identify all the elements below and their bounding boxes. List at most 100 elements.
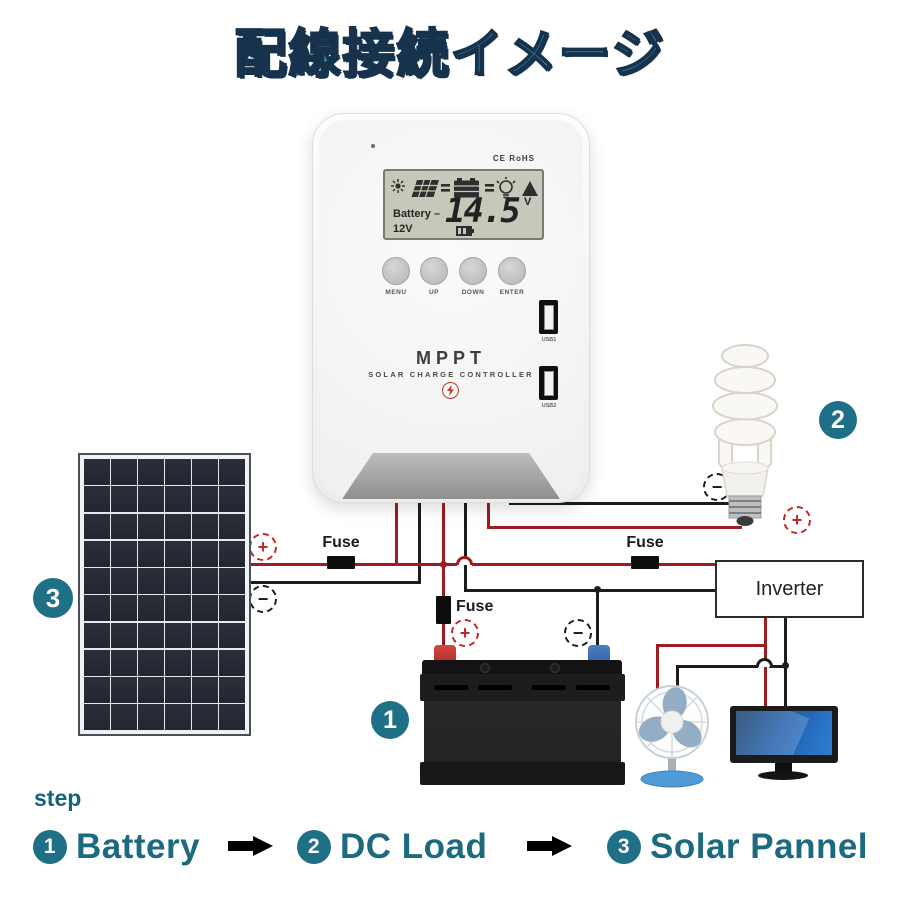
battery-lid bbox=[422, 660, 622, 676]
lightning-logo-icon bbox=[442, 382, 459, 399]
solar-cell bbox=[138, 622, 164, 649]
wire-inverter-negative-horizontal bbox=[464, 589, 715, 592]
bulb-illustration bbox=[712, 344, 778, 526]
solar-cell bbox=[165, 704, 191, 730]
wire-load-negative-vertical bbox=[464, 497, 467, 591]
solar-cell bbox=[219, 622, 245, 649]
page-title: 配線接続イメージ bbox=[233, 25, 666, 85]
usb-port-2[interactable] bbox=[539, 366, 558, 400]
badge-battery: 1 bbox=[371, 701, 409, 739]
solar-cell bbox=[111, 704, 137, 730]
enter-button[interactable] bbox=[498, 257, 526, 285]
wire-hop-black-over-red bbox=[756, 658, 773, 667]
down-button[interactable] bbox=[459, 257, 487, 285]
solar-cell bbox=[138, 704, 164, 730]
solar-cell bbox=[165, 649, 191, 676]
fuse-inverter bbox=[631, 556, 659, 569]
tv-illustration bbox=[730, 706, 838, 763]
wire-solar-negative-horizontal bbox=[250, 581, 421, 584]
solar-cell bbox=[111, 540, 137, 567]
solar-cell bbox=[111, 677, 137, 703]
step-2-badge: 2 bbox=[297, 830, 331, 864]
terminal-cover bbox=[342, 453, 560, 499]
step-item-dc-load: 2 DC Load bbox=[297, 827, 487, 867]
indicator-dot bbox=[371, 144, 375, 148]
solar-cell bbox=[84, 677, 110, 703]
up-button[interactable] bbox=[420, 257, 448, 285]
step-2-label: DC Load bbox=[340, 827, 488, 866]
up-button-label: UP bbox=[428, 289, 440, 296]
solar-cell bbox=[165, 622, 191, 649]
solar-cell bbox=[165, 540, 191, 567]
solar-cell bbox=[219, 595, 245, 621]
arrow-icon bbox=[527, 836, 573, 856]
solar-cell bbox=[192, 459, 218, 485]
equals-icon bbox=[485, 184, 494, 192]
fan-illustration bbox=[635, 685, 709, 788]
solar-cell bbox=[165, 513, 191, 540]
solar-cell bbox=[219, 649, 245, 676]
solar-cell bbox=[84, 649, 110, 676]
solar-cell bbox=[138, 540, 164, 567]
polarity-minus-icon: − bbox=[249, 585, 277, 613]
lcd-status-icons bbox=[391, 177, 538, 199]
fuse-solar bbox=[327, 556, 355, 569]
solar-cell bbox=[192, 677, 218, 703]
solar-cell bbox=[192, 568, 218, 594]
wire-inverter-positive-horizontal bbox=[472, 563, 715, 566]
wire-fan-positive-horizontal bbox=[657, 644, 767, 647]
wire-fan-positive-vertical bbox=[656, 644, 659, 690]
solar-cell bbox=[165, 595, 191, 621]
down-button-label: DOWN bbox=[461, 289, 485, 296]
solar-cell bbox=[84, 486, 110, 512]
solar-cell bbox=[165, 568, 191, 594]
fuse-inverter-label: Fuse bbox=[626, 534, 664, 551]
solar-cell bbox=[111, 459, 137, 485]
solar-cell bbox=[138, 486, 164, 512]
lcd-battery-label: Battery – bbox=[393, 208, 441, 220]
solar-cell bbox=[111, 486, 137, 512]
solar-cell bbox=[192, 649, 218, 676]
polarity-plus-icon: + bbox=[783, 506, 811, 534]
solar-cell bbox=[219, 568, 245, 594]
warning-icon bbox=[522, 181, 538, 196]
solar-cell bbox=[138, 677, 164, 703]
ce-rohs-mark: CE RoHS bbox=[492, 154, 535, 163]
battery-cap bbox=[480, 663, 490, 673]
battery-icon bbox=[454, 178, 479, 198]
polarity-minus-icon: − bbox=[564, 619, 592, 647]
step-1-label: Battery bbox=[76, 827, 201, 866]
wire-hop-red-over-black bbox=[456, 556, 473, 565]
solar-cell bbox=[219, 459, 245, 485]
fuse-battery bbox=[436, 596, 451, 624]
solar-cell bbox=[111, 622, 137, 649]
wire-bulb-positive-horizontal bbox=[487, 526, 742, 529]
solar-cell bbox=[138, 568, 164, 594]
polarity-plus-icon: + bbox=[249, 533, 277, 561]
wire-battery-negative-vertical bbox=[596, 589, 599, 651]
wire-tv-negative-horizontal bbox=[769, 665, 787, 668]
usb-port-2-label: USB2 bbox=[541, 403, 557, 409]
lcd-voltage-value: 14.5 bbox=[445, 191, 521, 231]
lcd-voltage-unit: V bbox=[524, 196, 532, 208]
solar-cell bbox=[138, 595, 164, 621]
solar-cell bbox=[111, 513, 137, 540]
usb-port-1[interactable] bbox=[539, 300, 558, 334]
badge-solar-panel: 3 bbox=[33, 578, 73, 618]
solar-cell bbox=[192, 704, 218, 730]
solar-cell bbox=[138, 649, 164, 676]
junction-dot-inverter-negative bbox=[782, 662, 789, 669]
menu-button[interactable] bbox=[382, 257, 410, 285]
brand-text: MPPT bbox=[415, 348, 486, 368]
wire-pv-positive-vertical bbox=[395, 497, 398, 565]
lcd-system-voltage: 12V bbox=[393, 223, 413, 235]
solar-panel-icon bbox=[411, 180, 439, 197]
polarity-plus-icon: + bbox=[451, 619, 479, 647]
solar-cell bbox=[219, 486, 245, 512]
solar-cell bbox=[165, 459, 191, 485]
battery-upper-band bbox=[420, 674, 625, 701]
solar-cell bbox=[84, 568, 110, 594]
battery-base bbox=[420, 762, 625, 785]
solar-cell bbox=[192, 595, 218, 621]
battery-body bbox=[424, 701, 621, 763]
